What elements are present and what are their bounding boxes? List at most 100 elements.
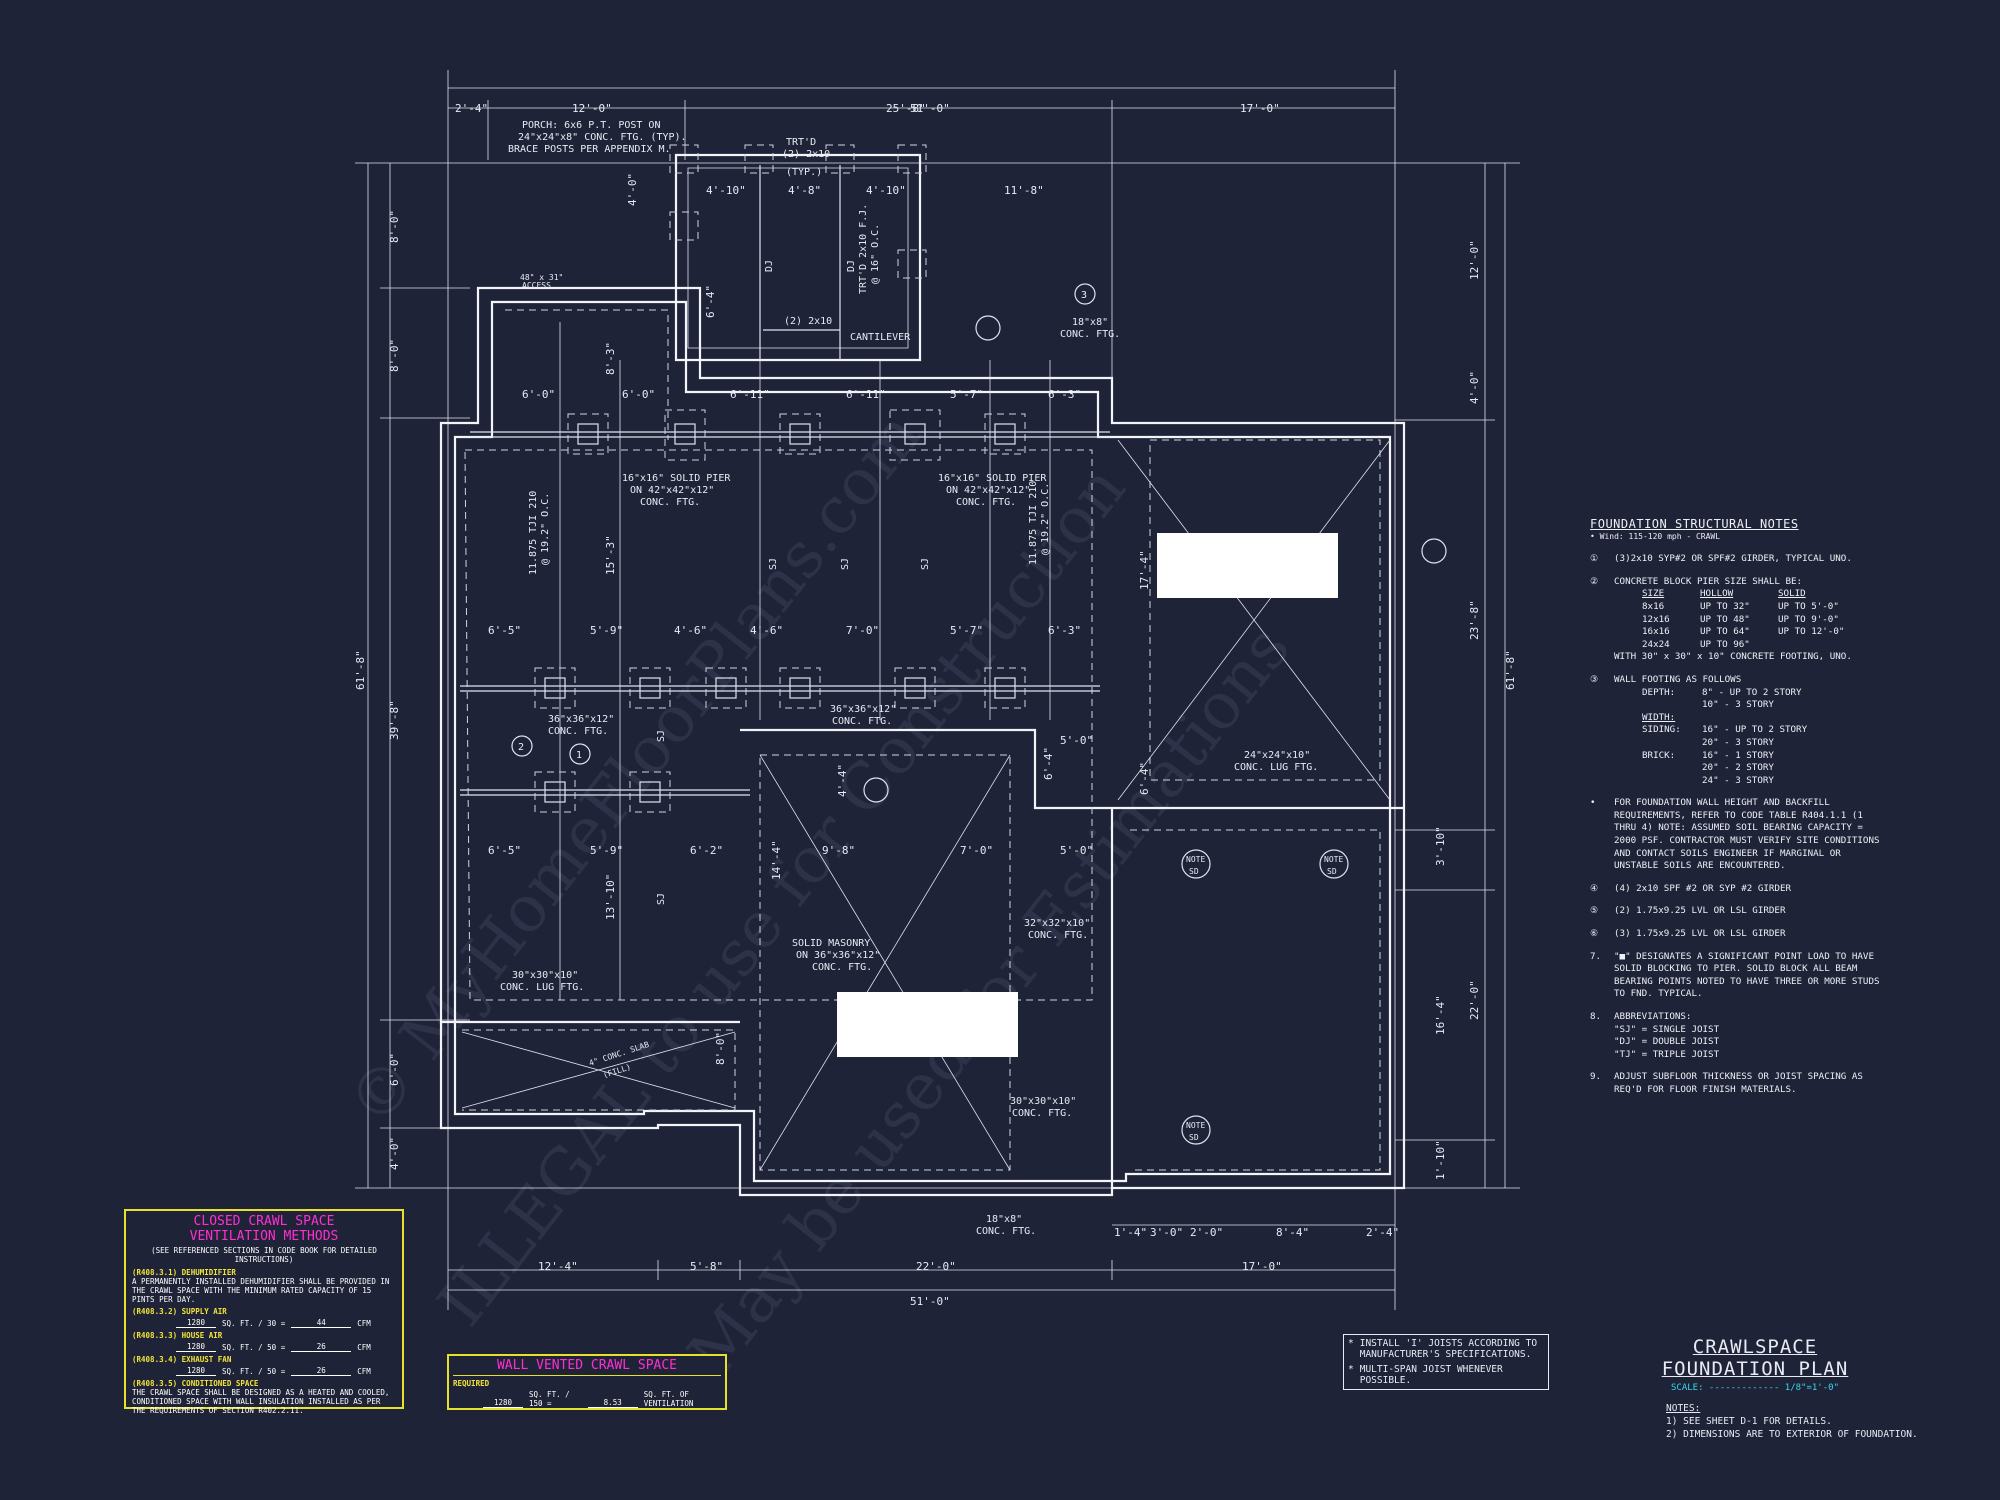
note-9: 9.ADJUST SUBFLOOR THICKNESS OR JOIST SPA… bbox=[1590, 1071, 1890, 1096]
label-sd-1: SD bbox=[1189, 867, 1199, 876]
row1-dim-1: 6'-0" bbox=[522, 388, 555, 401]
pier-cell: 24x24 bbox=[1642, 638, 1670, 650]
crawl-cfm: CFM bbox=[357, 1367, 371, 1376]
dim-left-overall: 61'-8" bbox=[354, 650, 367, 690]
dim-top-b: 12'-0" bbox=[572, 102, 612, 115]
drawing-title-block: CRAWLSPACE FOUNDATION PLAN SCALE: ------… bbox=[1650, 1336, 1860, 1393]
redacted-note-box-center bbox=[837, 992, 1018, 1057]
scale-value: 1/8"=1'-0" bbox=[1784, 1383, 1839, 1393]
dim-right-f: 1'-10" bbox=[1434, 1140, 1447, 1180]
note-8: 8.ABBREVIATIONS: bbox=[1590, 1011, 1692, 1022]
label-joist1-2: @ 19.2" O.C. bbox=[540, 493, 551, 565]
crawl-title-2: VENTILATION METHODS bbox=[189, 1229, 339, 1244]
plan-labels: PORCH: 6x6 P.T. POST ON 24"x24"x8" CONC.… bbox=[500, 120, 1343, 1237]
row2-dim-6: 5'-7" bbox=[950, 624, 983, 637]
row1-dim-4: 6'-11" bbox=[846, 388, 886, 401]
label-conc18-bot-2: CONC. FTG. bbox=[976, 1226, 1036, 1237]
label-pier-left-3: CONC. FTG. bbox=[640, 497, 700, 508]
misc-dim-11: 4'-0" bbox=[626, 173, 639, 206]
crawl-area: 1280 bbox=[176, 1366, 216, 1376]
title-note-1: 1) SEE SHEET D-1 FOR DETAILS. bbox=[1666, 1416, 1832, 1427]
note-wall-text: FOR FOUNDATION WALL HEIGHT AND BACKFILL … bbox=[1614, 797, 1880, 872]
scale-row: SCALE: ------------- 1/8"=1'-0" bbox=[1671, 1383, 1839, 1393]
note-wall: •FOR FOUNDATION WALL HEIGHT AND BACKFILL… bbox=[1590, 797, 1890, 873]
label-joist2-1: 11.875 TJI 210 bbox=[1028, 481, 1039, 565]
label-conc32-1: 32"x32"x10" bbox=[1024, 918, 1090, 929]
svg-text:3: 3 bbox=[1081, 290, 1087, 301]
title-note-2: 2) DIMENSIONS ARE TO EXTERIOR OF FOUNDAT… bbox=[1666, 1429, 1918, 1440]
label-lug24-1: 24"x24"x10" bbox=[1244, 750, 1310, 761]
dim-left-seg: 39'-8" bbox=[388, 700, 401, 740]
dim-left-d: 4'-0" bbox=[388, 1137, 401, 1170]
note-9-text: ADJUST SUBFLOOR THICKNESS OR JOIST SPACI… bbox=[1614, 1071, 1863, 1095]
label-two-2x10: (2) 2x10 bbox=[784, 316, 832, 327]
label-joist1-1: 11.875 TJI 210 bbox=[528, 491, 539, 575]
label-sj-1: SJ bbox=[768, 558, 779, 570]
misc-dim-5: 17'-4" bbox=[1138, 550, 1151, 590]
row2-dim-3: 4'-6" bbox=[674, 624, 707, 637]
note-1-text: (3)2x10 SYP#2 OR SPF#2 GIRDER, TYPICAL U… bbox=[1614, 553, 1852, 565]
crawl-v2: 26 bbox=[291, 1342, 352, 1352]
label-sj-2: SJ bbox=[840, 558, 851, 570]
note-5: ⑤(2) 1.75x9.25 LVL OR LSL GIRDER bbox=[1590, 905, 1786, 917]
closed-crawl-space-panel: CLOSED CRAWL SPACE VENTILATION METHODS (… bbox=[124, 1209, 404, 1415]
svg-text:2: 2 bbox=[518, 742, 524, 753]
dim-right-b: 4'-0" bbox=[1468, 371, 1481, 404]
crawl-cfm: CFM bbox=[357, 1319, 371, 1328]
wf-cell: DEPTH: bbox=[1642, 686, 1676, 698]
vented-area: 1280 bbox=[483, 1398, 523, 1408]
dim-left-c: 6'-0" bbox=[388, 1053, 401, 1086]
notes-title: FOUNDATION STRUCTURAL NOTES bbox=[1590, 517, 1799, 531]
misc-dim-3: 13'-10" bbox=[604, 874, 617, 920]
dim-top-overall: 51'-0" bbox=[910, 102, 950, 115]
note-4: ④(4) 2x10 SPF #2 OR SYP #2 GIRDER bbox=[1590, 882, 1792, 894]
label-note-1: NOTE bbox=[1186, 855, 1205, 864]
misc-dim-8: 6'-4" bbox=[1138, 762, 1151, 795]
wall-footing-table: DEPTH:8" - UP TO 2 STORY 10" - 3 STORY W… bbox=[1642, 687, 1890, 788]
interior-dimensions: 6'-0" 6'-0" 6'-11" 6'-11" 5'-7" 6'-3" 6'… bbox=[488, 173, 1447, 1065]
dim-bottom-e2: 3'-0" bbox=[1150, 1226, 1183, 1239]
label-conc18-top-2: CONC. FTG. bbox=[1060, 329, 1120, 340]
crawl-div: SQ. FT. / 30 = bbox=[222, 1319, 286, 1328]
row1-dim-3: 6'-11" bbox=[730, 388, 770, 401]
misc-dim-7: 6'-4" bbox=[1042, 747, 1055, 780]
row3-dim-3: 6'-2" bbox=[690, 844, 723, 857]
note-3-text: WALL FOOTING AS FOLLOWS bbox=[1614, 673, 1742, 685]
label-conc36-left-1: 36"x36"x12" bbox=[548, 714, 614, 725]
redacted-note-box-right bbox=[1157, 533, 1338, 598]
label-masonry-2: ON 36"x36"x12" bbox=[796, 950, 880, 961]
row1-dim-6: 6'-3" bbox=[1048, 388, 1081, 401]
note-2b: WITH 30" x 30" x 10" CONCRETE FOOTING, U… bbox=[1614, 651, 1852, 663]
row2-dim-2: 5'-9" bbox=[590, 624, 623, 637]
label-conc36-left-2: CONC. FTG. bbox=[548, 726, 608, 737]
misc-dim-13: 4'-4" bbox=[836, 764, 849, 797]
label-access-2: ACCESS bbox=[522, 281, 551, 290]
label-dj-2: DJ bbox=[846, 260, 857, 272]
dim-top-a: 2'-4" bbox=[455, 102, 488, 115]
label-sd-3: SD bbox=[1189, 1133, 1199, 1142]
label-pier-right-3: CONC. FTG. bbox=[956, 497, 1016, 508]
dim-bottom-d: 17'-0" bbox=[1242, 1260, 1282, 1273]
row3-dim-6: 5'-0" bbox=[1060, 844, 1093, 857]
row2-dim-4: 4'-6" bbox=[750, 624, 783, 637]
label-joist3-1: TRT'D 2x10 F.J. bbox=[858, 204, 869, 294]
porch-dim-4: 11'-8" bbox=[1004, 184, 1044, 197]
label-porch-1: PORCH: 6x6 P.T. POST ON bbox=[522, 120, 660, 131]
dimension-lines bbox=[355, 70, 1520, 1310]
vented-title: WALL VENTED CRAWL SPACE bbox=[453, 1358, 721, 1376]
label-sj-5: SJ bbox=[656, 893, 667, 905]
title-line-2: FOUNDATION PLAN bbox=[1661, 1358, 1849, 1380]
note-1: ①(3)2x10 SYP#2 OR SPF#2 GIRDER, TYPICAL … bbox=[1590, 553, 1852, 565]
crawl-title-1: CLOSED CRAWL SPACE bbox=[193, 1214, 335, 1229]
label-masonry-3: CONC. FTG. bbox=[812, 962, 872, 973]
pier-cell bbox=[1778, 639, 1868, 652]
wf-cell: 8" - UP TO 2 STORY bbox=[1702, 686, 1802, 698]
porch-dim-2: 4'-8" bbox=[788, 184, 821, 197]
pier-head-hollow: HOLLOW bbox=[1700, 588, 1734, 600]
misc-dim-4: 14'-4" bbox=[770, 840, 783, 880]
label-joist2-2: @ 19.2" O.C. bbox=[1040, 483, 1051, 555]
